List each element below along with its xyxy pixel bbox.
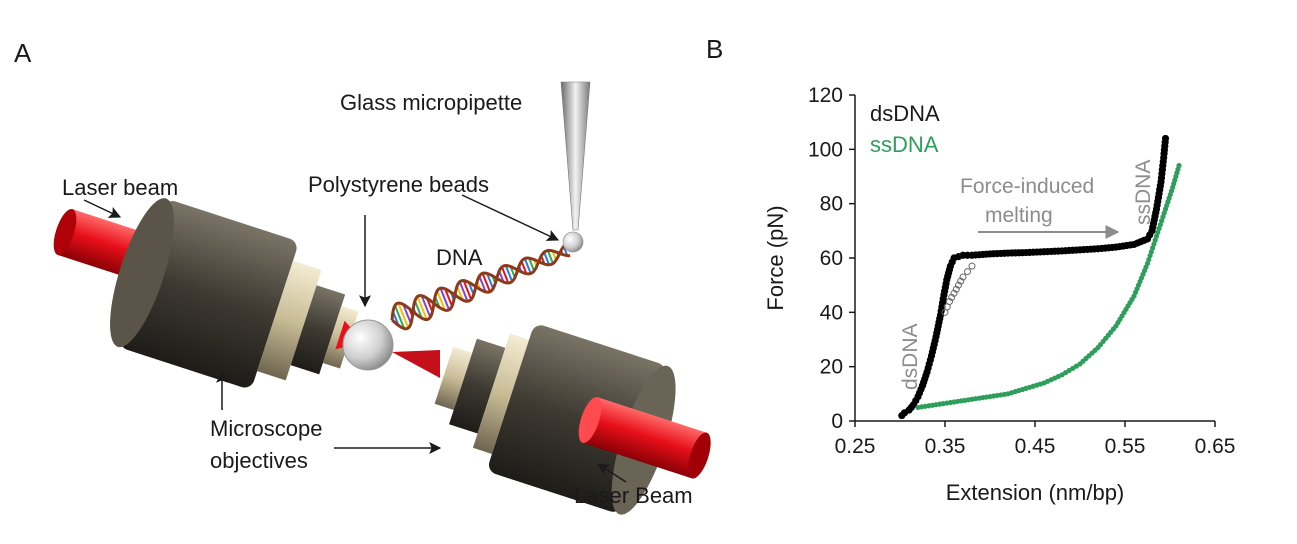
dna-base-pair (394, 305, 406, 329)
panel-b-label: B (706, 34, 723, 64)
dna-base-pair (458, 281, 469, 302)
dna-base-pair (528, 257, 536, 272)
dna-base-pair (436, 290, 446, 311)
label-polystyrene-beads: Polystyrene beads (308, 172, 489, 197)
dna-base-pair (486, 273, 495, 289)
data-point (1161, 134, 1170, 143)
legend-ssdna: ssDNA (870, 132, 939, 157)
arrow-bead-pipette (461, 194, 560, 241)
y-axis-title: Force (pN) (763, 205, 788, 310)
arrow-laser-bottom (596, 463, 627, 483)
note-force-induced: Force-induced (960, 175, 1094, 198)
data-point (948, 293, 956, 301)
dna-base-pair (462, 280, 473, 300)
series-dsdna (898, 134, 1170, 420)
legend-dsdna: dsDNA (870, 101, 940, 126)
y-tick-label: 60 (820, 247, 843, 270)
note-melting: melting (985, 204, 1053, 227)
data-point (955, 281, 962, 289)
arrow-laser-top (83, 199, 122, 218)
dna-base-pair (416, 296, 428, 320)
trapped-bead (342, 319, 394, 371)
y-tick-label: 120 (808, 84, 843, 107)
dna-base-pair (501, 266, 510, 284)
x-tick-label: 0.45 (1015, 435, 1056, 458)
data-point (950, 289, 958, 297)
y-tick-label: 0 (831, 410, 843, 433)
series-ssdna (915, 163, 1182, 411)
x-tick-label: 0.65 (1195, 435, 1236, 458)
y-tick-label: 100 (808, 138, 843, 161)
dna-base-pair (420, 295, 432, 318)
x-tick-label: 0.55 (1105, 435, 1146, 458)
dna-backbone-2 (390, 243, 567, 322)
data-point (964, 268, 971, 276)
data-point (968, 262, 976, 270)
dna-base-pair (439, 287, 451, 311)
glass-micropipette (560, 81, 591, 231)
dna-base-pair (504, 265, 514, 282)
data-point (959, 273, 967, 281)
focused-beam-right (392, 350, 440, 378)
y-tick-label: 80 (820, 193, 843, 216)
x-tick-label: 0.35 (925, 435, 966, 458)
data-point (1176, 163, 1182, 169)
dna-base-pair (546, 250, 554, 264)
dna-base-pair (478, 275, 487, 293)
note-ssdna-rotated: ssDNA (1132, 160, 1155, 225)
x-tick-label: 0.25 (835, 435, 876, 458)
note-dsdna-rotated: dsDNA (899, 323, 922, 390)
dna-base-pair (481, 272, 491, 293)
dna-base-pair (414, 300, 423, 319)
dna-base-pair (456, 285, 464, 301)
dna-base-pair (444, 288, 453, 307)
dna-helix (390, 243, 571, 331)
label-dna: DNA (436, 245, 483, 270)
panel-a-label: A (14, 38, 32, 68)
label-laser-beam-top: Laser beam (62, 175, 178, 200)
data-point (952, 285, 960, 293)
dna-base-pair (397, 302, 410, 329)
data-point (946, 297, 953, 305)
dna-base-pair (523, 258, 532, 274)
y-tick-label: 20 (820, 356, 843, 379)
laser-beam-lower-right (578, 397, 711, 479)
pipette-bead (562, 231, 584, 253)
label-microscope: Microscope (210, 416, 322, 441)
dna-base-pair (543, 251, 551, 266)
force-extension-chart: 0 20 40 60 80 100 120 0.25 0.35 0.45 0.55 0.65 (808, 84, 1235, 458)
x-axis-title: Extension (nm/bp) (946, 480, 1125, 505)
microscope-objective-left (110, 198, 359, 388)
label-glass-micropipette: Glass micropipette (340, 90, 522, 115)
dna-base-pair (520, 260, 528, 275)
dna-base-pair (402, 304, 412, 324)
label-objectives: objectives (210, 448, 308, 473)
data-point (957, 277, 965, 285)
label-laser-beam-bottom: Laser Beam (574, 483, 693, 508)
series-dsdna-release (941, 262, 976, 316)
y-tick-label: 40 (820, 301, 843, 324)
